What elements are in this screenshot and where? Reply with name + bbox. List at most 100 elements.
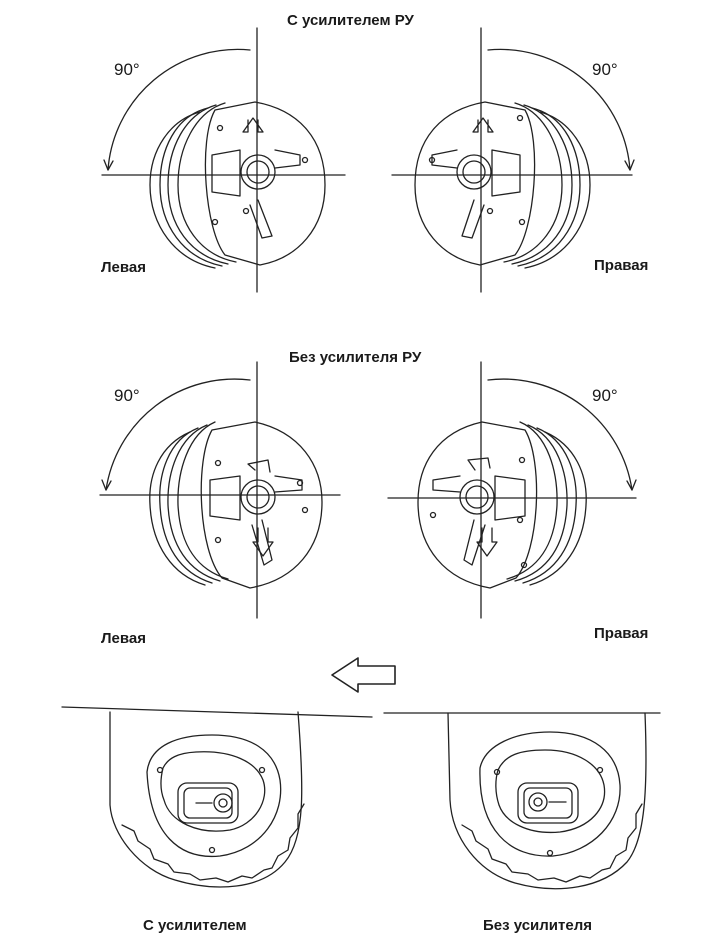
manual-right-angle-label: 90°: [592, 386, 618, 405]
wheel-ring: [517, 107, 581, 267]
arc-arrowhead: [626, 479, 637, 491]
hub-plate: [146, 734, 282, 858]
slot-inner: [523, 787, 573, 819]
bolt: [546, 849, 554, 857]
bolt: [242, 207, 250, 215]
hub-inner: [462, 160, 486, 184]
bolt: [520, 561, 528, 569]
bottom-right-assembly: [383, 712, 661, 890]
wheel-ring: [503, 102, 563, 263]
wheel-ring: [167, 424, 221, 582]
tie-rod-end: [467, 457, 491, 471]
bolt: [301, 156, 309, 164]
hub-circle: [240, 154, 276, 190]
hub-inner: [246, 485, 270, 509]
knuckle-arm: [274, 149, 301, 169]
steering-lever: [251, 519, 273, 566]
adjust-nut: [528, 792, 548, 812]
wheel-ring: [159, 427, 213, 584]
adjust-nut-center: [218, 798, 228, 808]
hub-plate: [479, 731, 621, 857]
manual-left-side-label: Левая: [101, 630, 146, 647]
brake-disc: [417, 421, 538, 589]
forward-direction-arrow: [331, 657, 396, 693]
wheel-ring: [522, 427, 577, 584]
power-right-side-label: Правая: [594, 257, 649, 274]
wheel-ring: [529, 431, 587, 586]
slot-outer: [517, 782, 579, 824]
wheel-arch-outline: [109, 711, 303, 888]
wheel-ring: [177, 421, 229, 580]
wheel-ring: [524, 111, 591, 269]
knuckle-arm: [432, 475, 461, 493]
manual-right-side-label: Правая: [594, 625, 649, 642]
manual-section-title: Без усилителя РУ: [289, 349, 422, 366]
direction-arrow: [476, 527, 498, 557]
knuckle-arm: [491, 149, 521, 197]
wheel-ring: [149, 111, 216, 269]
knuckle-arm: [494, 475, 526, 521]
bolt: [486, 207, 494, 215]
knuckle-arm: [431, 149, 458, 169]
bolt: [214, 459, 222, 467]
bottom-left-caption: С усилителем: [143, 917, 247, 934]
power-left-assembly: [101, 27, 346, 293]
manual-right-assembly: [387, 361, 637, 619]
bolt: [429, 511, 437, 519]
bottom-right-caption: Без усилителя: [483, 917, 592, 934]
tire-tread: [121, 803, 305, 883]
bolt: [518, 456, 526, 464]
bolt: [518, 218, 526, 226]
steering-lever: [461, 199, 485, 239]
wheel-arch-outline: [447, 712, 647, 890]
wheel-ring: [159, 107, 223, 267]
bolt: [216, 124, 224, 132]
bolt: [596, 766, 604, 774]
knuckle-arm: [209, 475, 241, 521]
tie-rod-end: [247, 459, 271, 473]
adjust-nut-center: [533, 797, 543, 807]
power-left-angle-label: 90°: [114, 60, 140, 79]
rotation-arc: [487, 378, 633, 491]
brake-disc: [200, 421, 323, 589]
bolt: [156, 766, 164, 774]
power-section-title: С усилителем РУ: [287, 12, 414, 29]
hub-plate-inner: [160, 751, 266, 832]
wheel-ring: [506, 421, 558, 580]
direction-arrow: [472, 117, 494, 133]
manual-left-assembly: [99, 361, 341, 619]
bolt: [214, 536, 222, 544]
manual-left-angle-label: 90°: [114, 386, 140, 405]
bolt: [301, 506, 309, 514]
bolt: [493, 768, 501, 776]
power-right-assembly: [391, 27, 635, 293]
hub-plate-inner: [495, 749, 606, 834]
bolt: [428, 156, 436, 164]
wheel-ring: [167, 104, 229, 265]
bolt: [296, 479, 304, 487]
hub-circle: [459, 479, 495, 515]
brake-disc: [204, 101, 326, 266]
arc-arrowhead: [624, 159, 635, 171]
brake-disc: [414, 101, 536, 266]
arc-arrowhead: [101, 479, 112, 491]
hub-inner: [465, 485, 489, 509]
rotation-arc: [105, 378, 251, 491]
power-left-side-label: Левая: [101, 259, 146, 276]
arc-arrowhead: [103, 159, 114, 171]
wheel-ring: [511, 104, 573, 265]
body-edge-line: [61, 706, 373, 718]
bottom-left-assembly: [61, 706, 373, 888]
bolt: [258, 766, 266, 774]
bolt: [516, 114, 524, 122]
power-right-angle-label: 90°: [592, 60, 618, 79]
rotation-arc: [107, 48, 251, 171]
rotation-arc: [487, 48, 631, 171]
steering-lever: [249, 199, 273, 239]
hub-circle: [240, 479, 276, 515]
hub-circle: [456, 154, 492, 190]
adjust-nut: [213, 793, 233, 813]
bolt: [516, 516, 524, 524]
